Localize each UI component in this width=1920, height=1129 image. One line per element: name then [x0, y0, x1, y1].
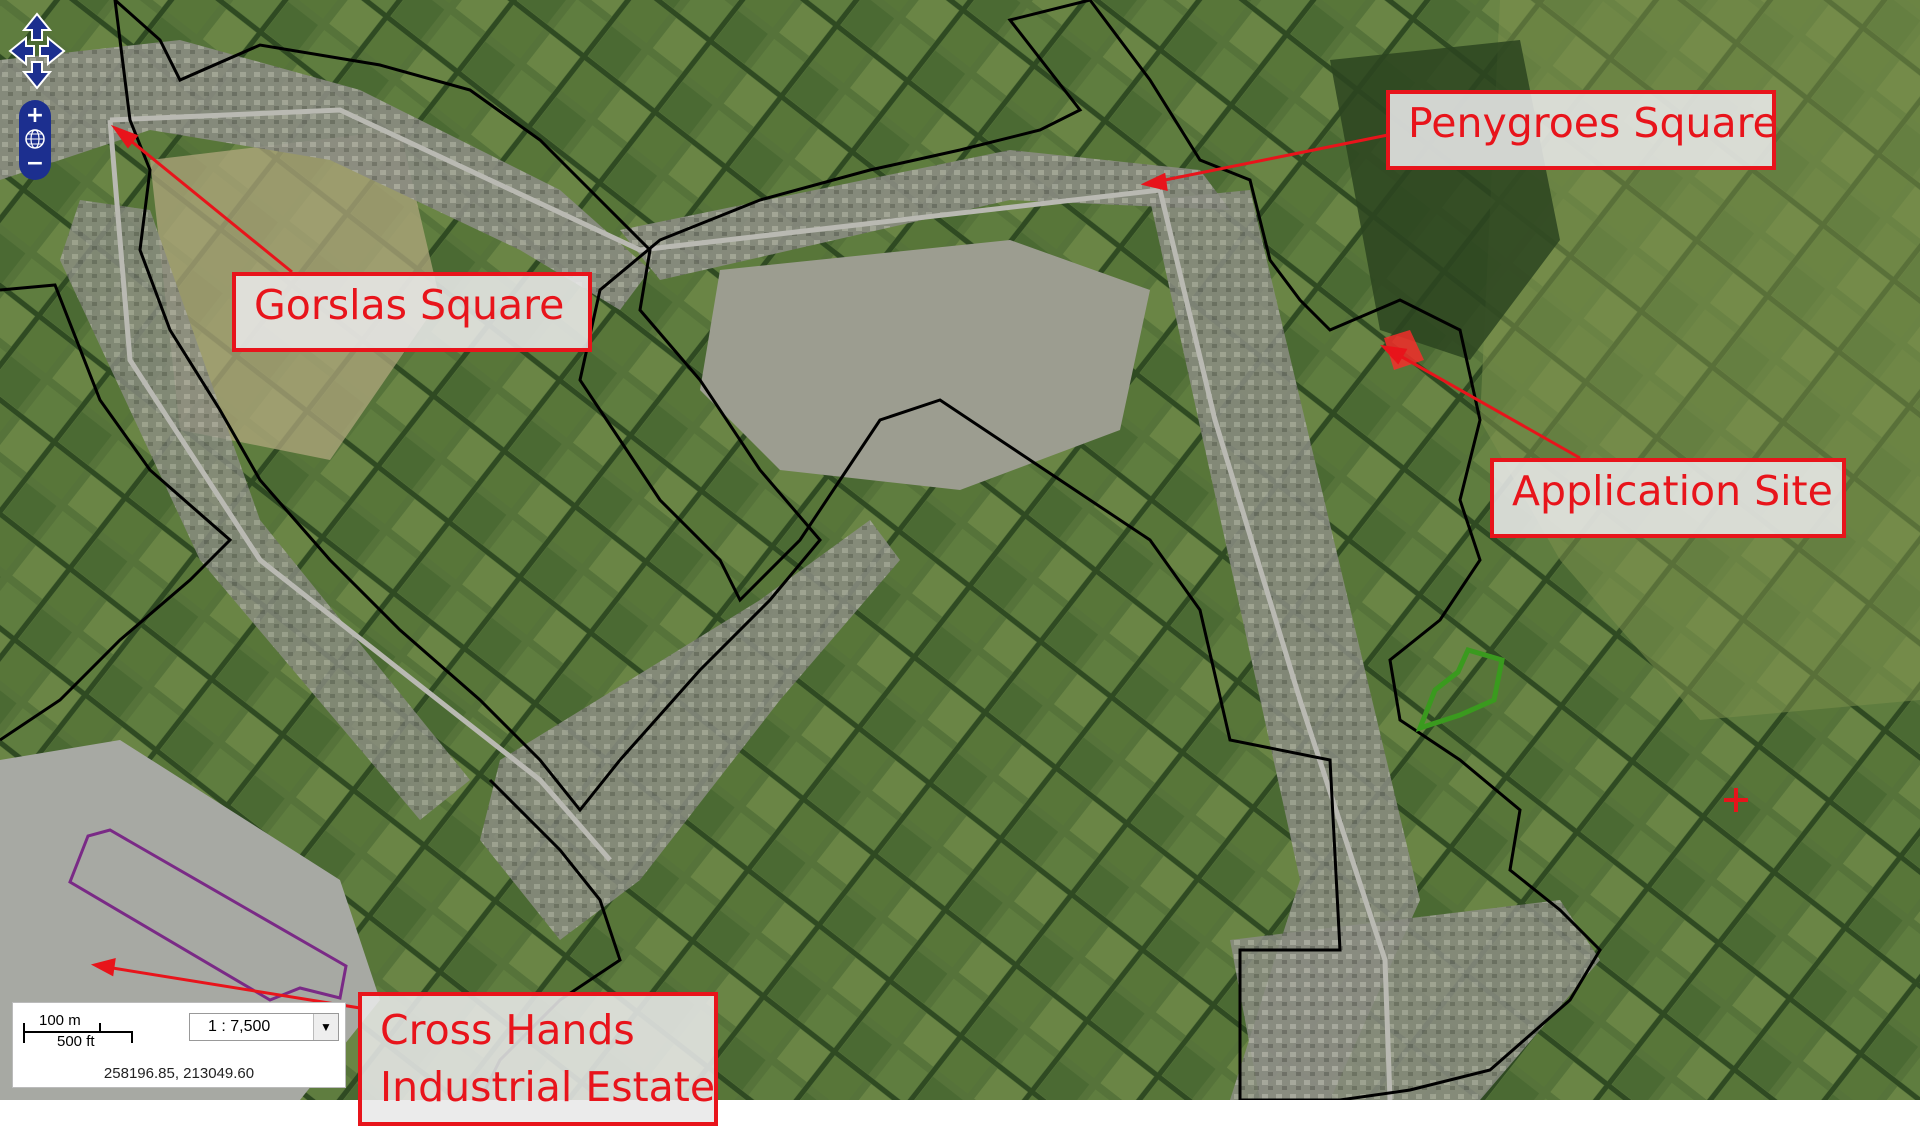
- road-east-west: [109, 107, 1161, 253]
- label-text: Application Site: [1512, 467, 1833, 515]
- label-text: Gorslas Square: [254, 281, 565, 329]
- aerial-map[interactable]: [0, 0, 1920, 1100]
- label-text: Penygroes Square: [1408, 99, 1778, 147]
- road-south-west: [107, 119, 612, 862]
- pan-control[interactable]: [8, 12, 66, 90]
- label-text-line2: Industrial Estate: [380, 1063, 716, 1112]
- label-gorslas-square: Gorslas Square: [232, 272, 592, 352]
- globe-icon[interactable]: [24, 128, 46, 150]
- settlement-boundary-gorslas: [113, 0, 822, 813]
- pan-left-icon[interactable]: [8, 35, 35, 67]
- chevron-down-icon[interactable]: ▼: [313, 1014, 338, 1040]
- cursor-coordinates: 258196.85, 213049.60: [103, 1065, 255, 1082]
- label-cross-hands-industrial-estate: Cross Hands Industrial Estate: [358, 992, 718, 1126]
- road-north-south: [1157, 189, 1393, 1100]
- pan-up-icon[interactable]: [21, 12, 53, 41]
- scale-metric-label: 100 m: [39, 1012, 81, 1029]
- label-penygroes-square: Penygroes Square: [1386, 90, 1778, 170]
- settlement-boundary-west: [0, 283, 233, 742]
- pan-right-icon[interactable]: [39, 35, 66, 67]
- label-application-site: Application Site: [1490, 458, 1846, 538]
- green-plot: [1415, 646, 1505, 733]
- scale-bar-imperial: [23, 1031, 133, 1043]
- zoom-out-button[interactable]: −: [25, 151, 45, 176]
- scale-panel: 100 m 500 ft 1 : 7,500 ▼ 258196.85, 2130…: [12, 1002, 346, 1088]
- pan-down-icon[interactable]: [21, 61, 53, 90]
- scale-ratio-value: 1 : 7,500: [208, 1018, 271, 1035]
- pasture-east: [1480, 0, 1920, 720]
- urban-west-road: [60, 200, 470, 820]
- zoom-in-button[interactable]: +: [25, 103, 45, 128]
- scale-ratio-select[interactable]: 1 : 7,500 ▼: [189, 1013, 339, 1041]
- annotation-arrows: [90, 124, 1581, 1010]
- scale-imperial-label: 500 ft: [57, 1033, 95, 1050]
- urban-gorslas: [0, 40, 650, 310]
- label-text-line1: Cross Hands: [380, 1006, 635, 1054]
- zoom-control: + −: [19, 100, 51, 180]
- red-cross-marker: [1724, 788, 1748, 812]
- industrial-estate-boundary: [68, 828, 348, 1002]
- settlement-boundary-penygroes: [578, 0, 1602, 1100]
- quarry: [700, 240, 1150, 490]
